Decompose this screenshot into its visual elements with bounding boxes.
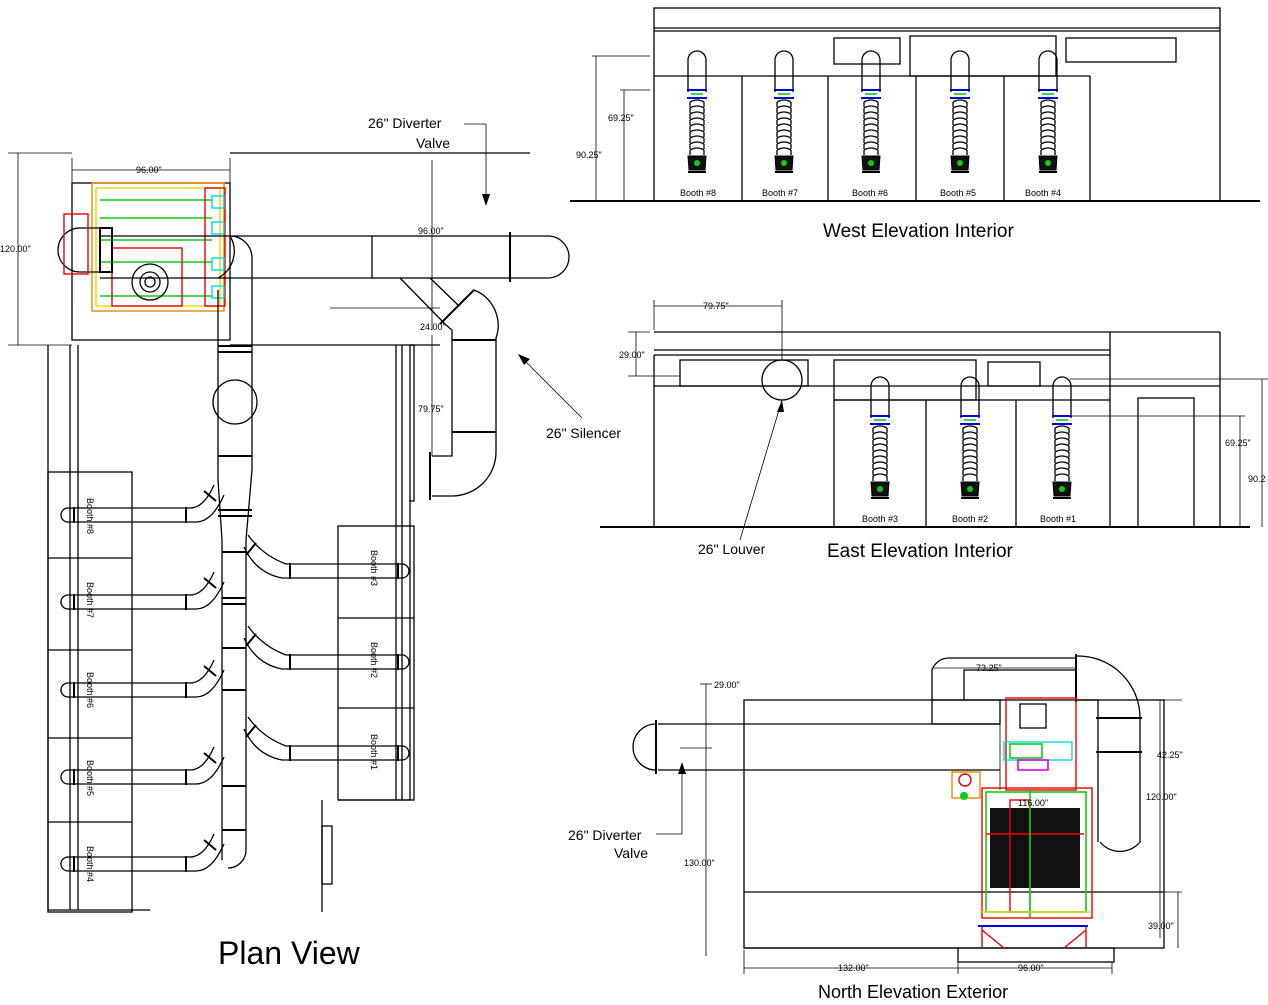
west-booth-label: Booth #5 (940, 188, 976, 198)
east-dim-outer: 90.2 (1248, 474, 1266, 484)
east-dim-inner: 69.25" (1225, 438, 1251, 448)
east-booth-label: Booth #2 (952, 514, 988, 524)
west-dim-inner: 69.25" (608, 113, 634, 123)
fume-extraction-arm (774, 50, 794, 173)
plan-booth-label: Booth #5 (85, 760, 95, 796)
fume-extraction-arm (861, 50, 881, 173)
fume-extraction-arm (870, 376, 890, 499)
branch-duct (60, 484, 225, 523)
north-dim-bottom-w2: 96.00" (1018, 963, 1044, 973)
east-booth-label: Booth #1 (1040, 514, 1076, 524)
fume-extraction-arm (687, 50, 707, 173)
west-elevation: 90.25" 69.25" Booth #8 Booth #7 Booth #6… (570, 7, 1260, 242)
branch-duct (243, 716, 410, 761)
east-elevation: 79.75" 29.00" 69.25" 90.2 Booth #3 Booth… (600, 300, 1268, 562)
west-booth-label: Booth #7 (762, 188, 798, 198)
plan-booth-label: Booth #6 (85, 672, 95, 708)
north-dim-inner-w: 116.00" (1018, 798, 1048, 808)
plan-booth-label: Booth #2 (369, 642, 379, 678)
north-dim-top-off: 29.00" (714, 680, 740, 690)
plan-booth-label: Booth #1 (369, 734, 379, 770)
fume-extraction-arm (1052, 376, 1072, 499)
fume-extraction-arm (950, 50, 970, 173)
west-booth-label: Booth #6 (852, 188, 888, 198)
branch-duct (60, 571, 225, 610)
plan-booth-label: Booth #7 (85, 582, 95, 618)
branch-duct (243, 625, 410, 670)
plan-dim-duct: 96.00" (418, 226, 444, 236)
louver-callout: 26" Louver (698, 541, 766, 557)
north-elevation: 29.00" 130.00" 73.25" 42.25" 120.00" 116… (568, 654, 1183, 1002)
north-dim-base-h: 39.00" (1148, 921, 1174, 931)
west-dim-outer: 90.25" (576, 150, 602, 160)
west-booth-label: Booth #4 (1025, 188, 1061, 198)
north-diverter-callout: 26" Diverter (568, 827, 642, 843)
north-elevation-title: North Elevation Exterior (818, 982, 1008, 1002)
plan-dim-elbow: 24.00" (420, 322, 446, 332)
branch-duct (60, 746, 225, 785)
north-dim-right-h2: 120.00" (1146, 792, 1177, 802)
east-elevation-title: East Elevation Interior (827, 541, 1014, 562)
east-dim-offset: 79.75" (703, 301, 729, 311)
branch-duct (60, 659, 225, 698)
east-dim-louver-h: 29.00" (619, 350, 645, 360)
plan-view-title: Plan View (218, 935, 361, 971)
plan-booth-label: Booth #3 (369, 550, 379, 586)
north-dim-bottom-w1: 132.00" (838, 963, 869, 973)
north-dim-top-w: 73.25" (976, 663, 1002, 673)
north-diverter-callout-2: Valve (614, 845, 648, 861)
plan-dim-width: 96.00" (136, 165, 162, 175)
branch-duct (243, 534, 410, 579)
plan-dim-height: 120.00" (0, 244, 31, 254)
fume-extraction-arm (1038, 50, 1058, 173)
plan-view: 96.00" 120.00" 96.00" 24.00" 79.75" 26" … (0, 115, 621, 971)
west-elevation-title: West Elevation Interior (823, 221, 1014, 242)
east-booth-label: Booth #3 (862, 514, 898, 524)
plan-booth-label: Booth #8 (85, 498, 95, 534)
plan-diverter-callout-2: Valve (416, 135, 450, 151)
plan-dim-silencer: 79.75" (418, 404, 444, 414)
silencer-callout: 26" Silencer (546, 425, 621, 441)
plan-booth-label: Booth #4 (85, 846, 95, 882)
north-dim-total-h: 130.00" (684, 858, 715, 868)
branch-duct (60, 833, 225, 872)
north-dim-right-h1: 42.25" (1157, 750, 1183, 760)
fume-extraction-arm (960, 376, 980, 499)
west-booth-label: Booth #8 (680, 188, 716, 198)
plan-diverter-callout: 26" Diverter (368, 115, 442, 131)
